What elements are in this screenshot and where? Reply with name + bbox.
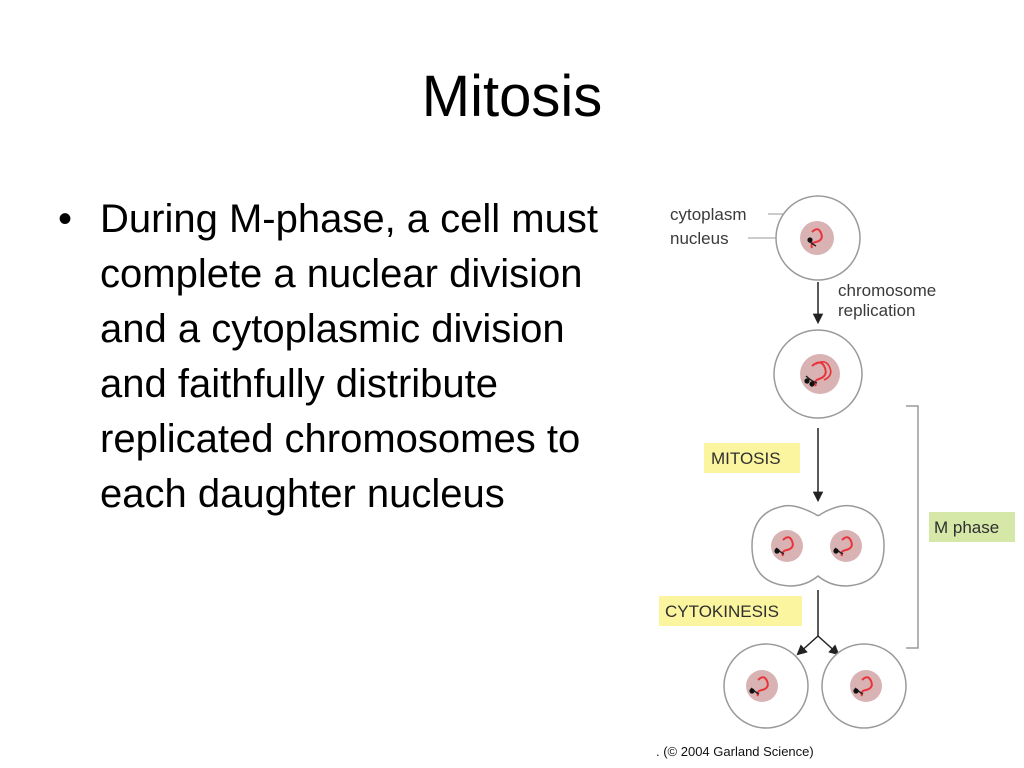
- chromosome: [756, 676, 769, 697]
- cytoplasm-label: cytoplasm: [670, 205, 747, 224]
- cell-nucleus: [830, 530, 862, 562]
- bullet-marker: •: [58, 197, 73, 241]
- centrosome: [833, 548, 839, 554]
- replicated-cell: [773, 329, 863, 419]
- cell-nucleus: [746, 670, 778, 702]
- centrosome: [749, 688, 755, 694]
- parent-cell: [775, 195, 861, 281]
- chromosome: [815, 360, 832, 381]
- centrosome: [774, 548, 780, 554]
- bullet-text: During M-phase, a cell must complete a n…: [100, 197, 598, 516]
- dividing-cell: [751, 504, 885, 587]
- cell-nucleus: [771, 530, 803, 562]
- mitosis-label: MITOSIS: [711, 449, 781, 468]
- centrosome: [809, 381, 815, 387]
- daughter-cell-left: [723, 643, 809, 729]
- daughter-cell-right: [821, 643, 907, 729]
- m-phase-label: M phase: [934, 518, 999, 537]
- cell-membrane: [751, 504, 885, 587]
- cell-nucleus: [800, 221, 834, 255]
- m-phase-bracket: [906, 405, 919, 649]
- chromosome: [860, 676, 873, 697]
- mitosis-highlight: [704, 443, 800, 473]
- replication-label-line2: replication: [838, 301, 916, 320]
- cytokinesis-arrow-right: [817, 635, 840, 656]
- chromosome: [781, 536, 794, 557]
- chromosome: [840, 536, 853, 557]
- nucleus-label: nucleus: [670, 229, 729, 248]
- slide-title: Mitosis: [421, 64, 603, 129]
- cell-nucleus: [850, 670, 882, 702]
- centrosome: [804, 378, 810, 384]
- copyright-credit: . (© 2004 Garland Science): [656, 744, 814, 759]
- replication-label-line1: chromosome: [838, 281, 936, 300]
- chromosome: [805, 375, 818, 384]
- m-phase-highlight: [929, 512, 1015, 542]
- cytokinesis-label: CYTOKINESIS: [665, 602, 779, 621]
- centrosome: [853, 688, 859, 694]
- cell-nucleus: [800, 354, 840, 394]
- cytokinesis-highlight: [659, 596, 802, 626]
- cytokinesis-arrow-left: [796, 635, 819, 656]
- centrosome: [807, 237, 813, 243]
